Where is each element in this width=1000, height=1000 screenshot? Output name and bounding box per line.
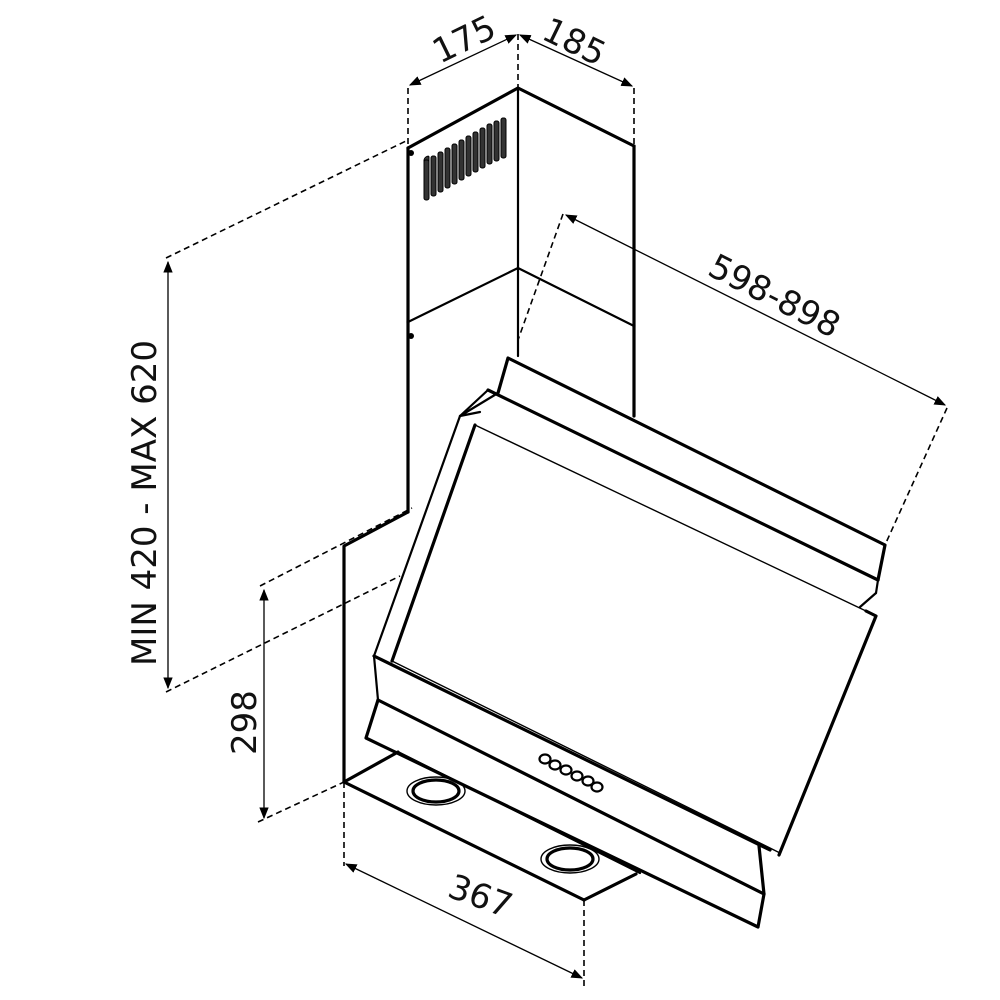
dimension-label-175: 175 [426, 8, 502, 72]
dimension-chimney-top [407, 34, 635, 148]
vent-grille-icon [423, 117, 507, 201]
button-icon[interactable] [590, 781, 604, 793]
halogen-light-icon [406, 776, 466, 806]
dimension-label-367: 367 [443, 867, 518, 927]
dimension-hood-depth [343, 782, 585, 986]
dimension-label-185: 185 [536, 10, 612, 74]
screw-icon [408, 150, 414, 156]
dimension-chimney-height [163, 139, 409, 693]
control-buttons [538, 753, 604, 793]
dimension-hood-width [517, 213, 948, 546]
button-icon[interactable] [581, 775, 595, 787]
button-icon[interactable] [559, 764, 573, 776]
button-icon[interactable] [548, 759, 562, 771]
dimension-hood-height [257, 507, 413, 823]
button-icon[interactable] [570, 770, 584, 782]
halogen-light-icon [540, 844, 600, 874]
button-icon[interactable] [538, 753, 552, 765]
screw-icon [408, 333, 414, 339]
dimension-label-298: 298 [225, 690, 265, 755]
dimension-label-598-898: 598-898 [702, 246, 847, 346]
dimension-label-min-max: MIN 420 - MAX 620 [125, 340, 165, 666]
back-plate [342, 510, 586, 902]
hood-body [364, 356, 887, 929]
chimney [406, 86, 636, 514]
